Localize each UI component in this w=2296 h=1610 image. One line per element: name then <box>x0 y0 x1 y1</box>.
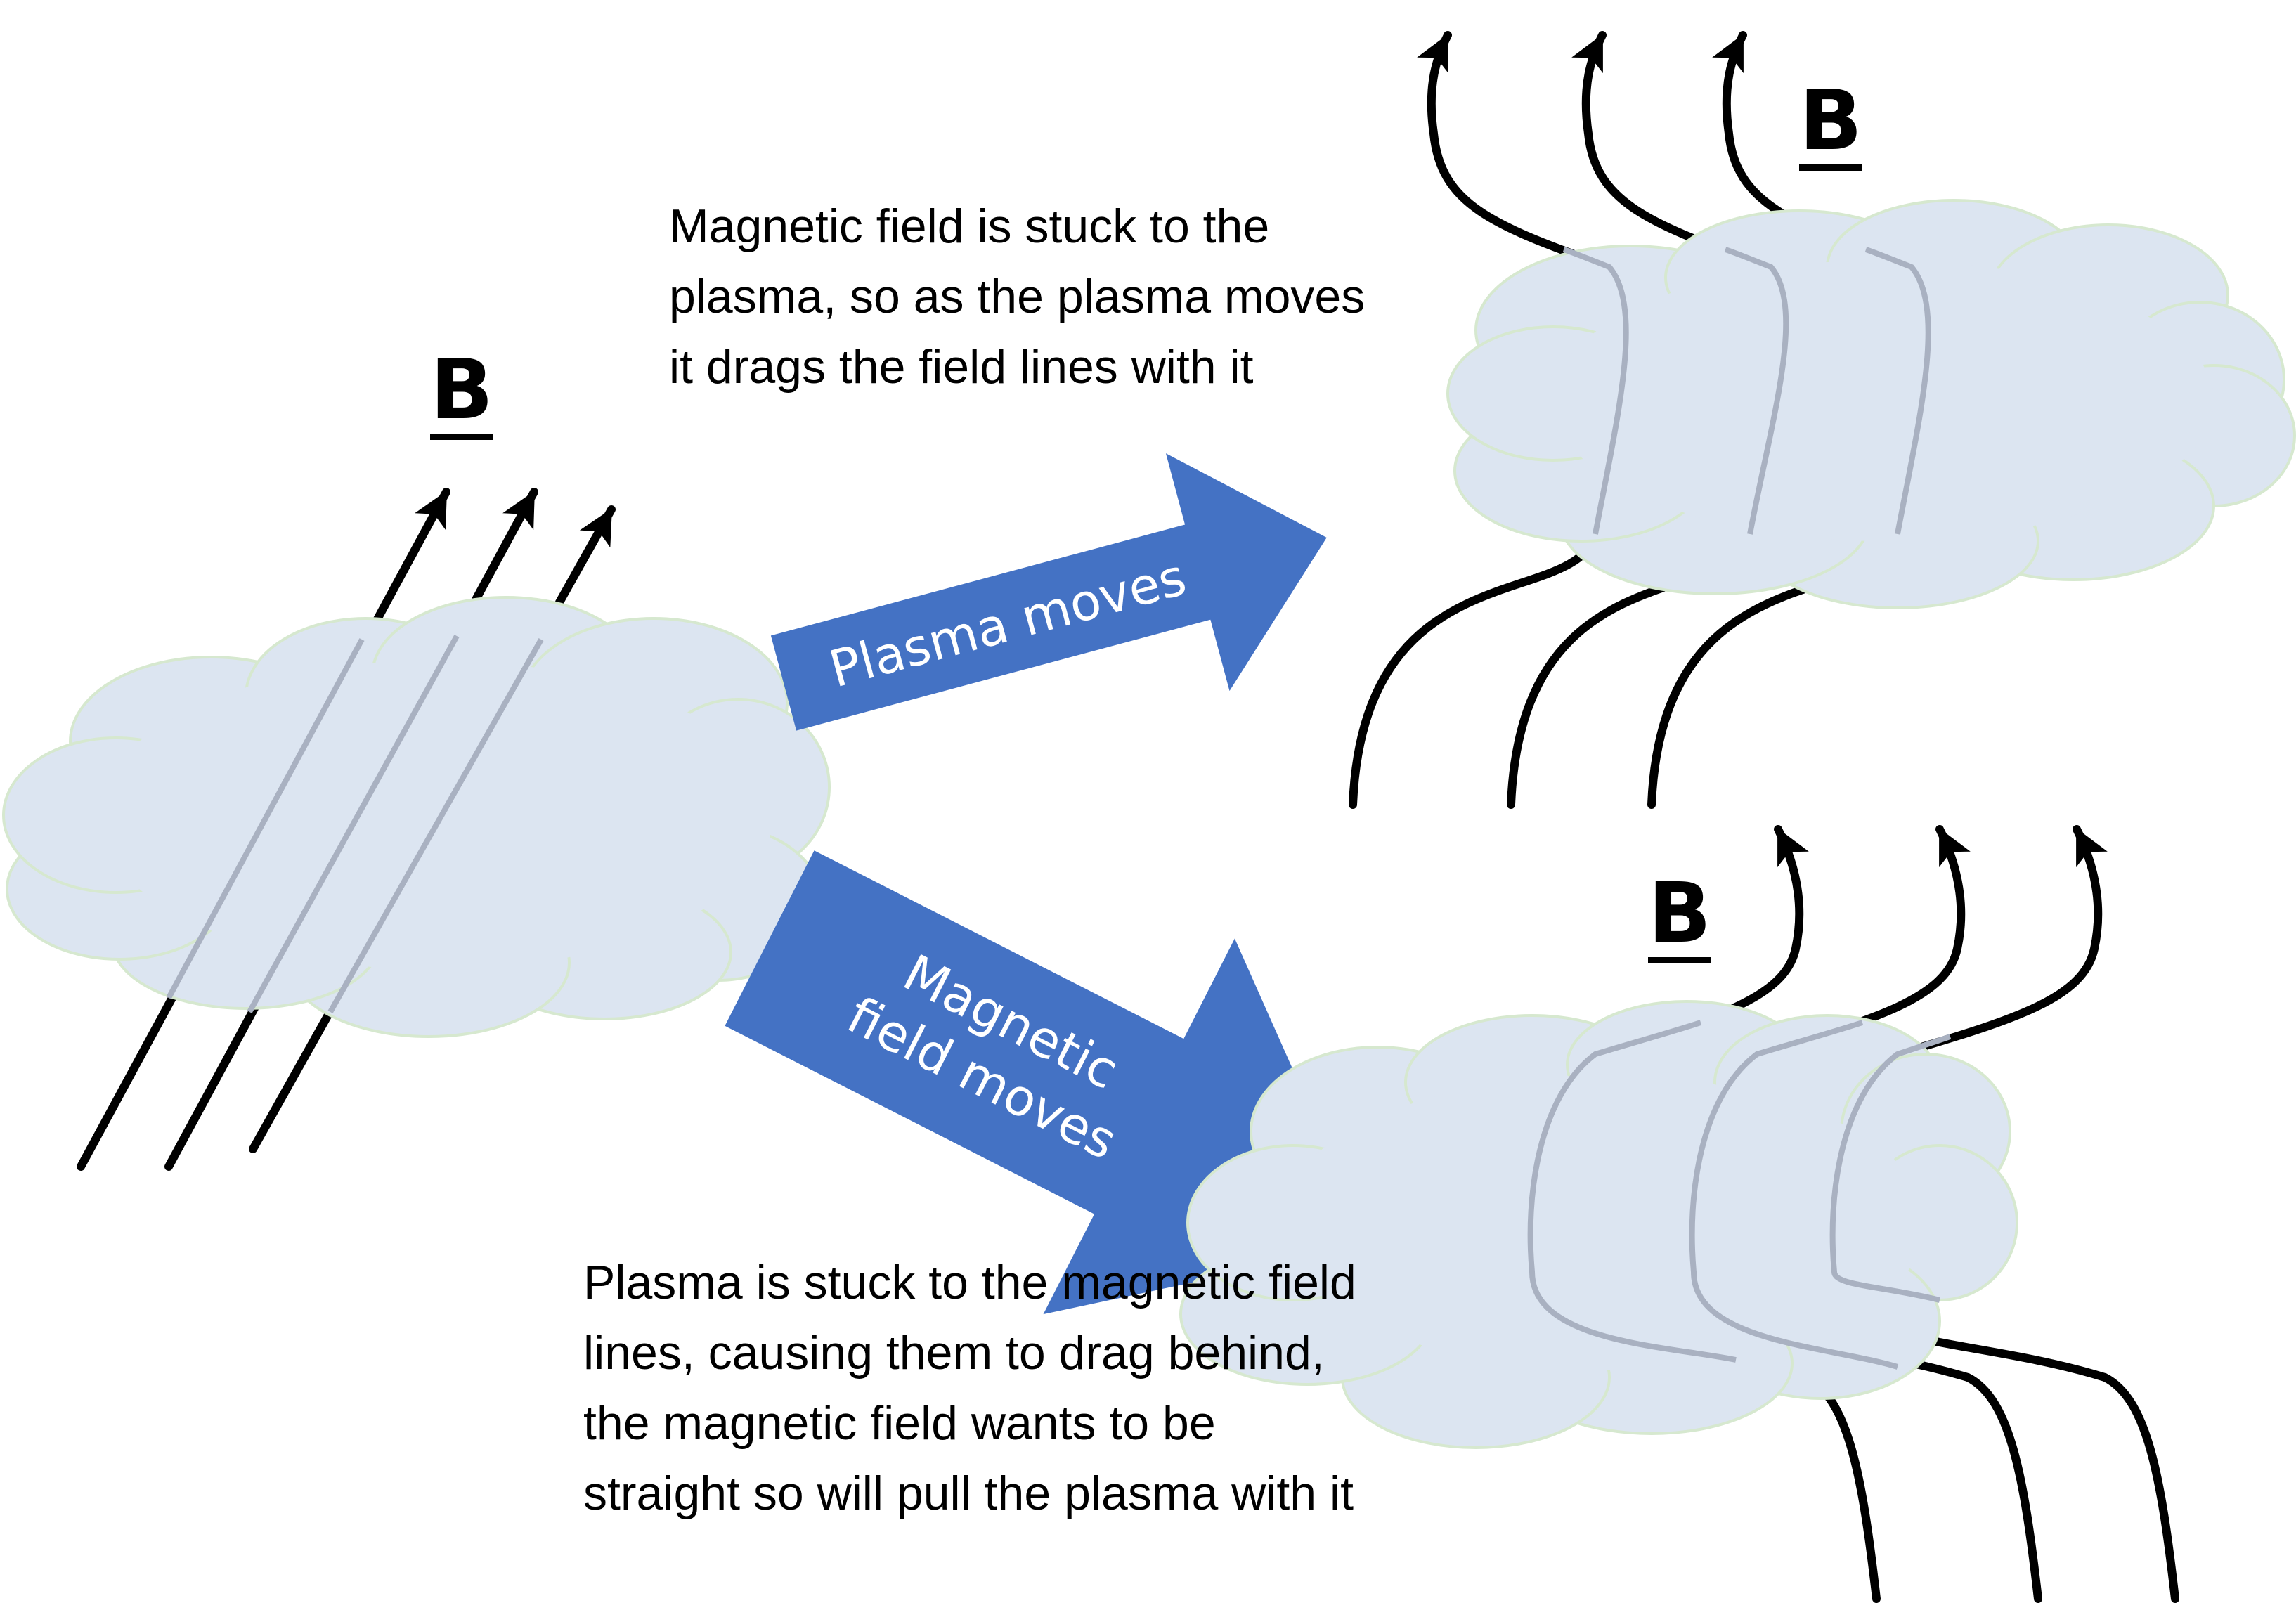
bottom-caption: Plasma is stuck to the magnetic field li… <box>583 1247 1356 1528</box>
plasma-moves-arrow-shape <box>770 453 1327 731</box>
plasma-cloud <box>1446 199 2296 609</box>
bottom-caption-line: straight so will pull the plasma with it <box>583 1467 1354 1520</box>
magnetic-field-label-left: B <box>430 341 493 438</box>
hidden-field-line <box>1527 1020 1737 1363</box>
top-caption-line: plasma, so as the plasma moves <box>669 270 1366 323</box>
top-right-field-lines-through-cloud <box>1562 247 1931 535</box>
top-caption-line: Magnetic field is stuck to the <box>669 200 1270 253</box>
plasma-moves-arrow: Plasma moves <box>770 453 1327 731</box>
hidden-field-line <box>1864 247 1931 535</box>
hidden-field-line <box>247 635 460 1013</box>
hidden-field-line <box>327 638 544 1013</box>
bottom-right-field-lines-through-cloud <box>1527 1020 1952 1370</box>
bottom-caption-line: the magnetic field wants to be <box>583 1396 1216 1450</box>
left-plasma-group <box>2 488 831 1171</box>
top-right-plasma-group <box>1349 31 2296 809</box>
top-caption-line: it drags the field lines with it <box>669 340 1254 394</box>
hidden-field-line <box>1829 1034 1952 1303</box>
magnetic-field-label-bottom-right: B <box>1648 864 1711 961</box>
plasma-cloud <box>1179 1000 2018 1449</box>
hidden-field-line <box>1562 247 1629 535</box>
top-caption: Magnetic field is stuck to the plasma, s… <box>669 191 1365 402</box>
plasma-cloud <box>2 596 831 1038</box>
bottom-caption-line: lines, causing them to drag behind, <box>583 1326 1325 1379</box>
hidden-field-line <box>1724 247 1789 535</box>
hidden-field-line <box>166 638 365 999</box>
left-field-lines-through-cloud <box>166 635 544 1013</box>
magnetic-field-label-top-right: B <box>1799 72 1862 169</box>
hidden-field-line <box>1689 1020 1899 1370</box>
bottom-right-plasma-group <box>1179 825 2179 1603</box>
bottom-caption-line: Plasma is stuck to the magnetic field <box>583 1256 1356 1309</box>
